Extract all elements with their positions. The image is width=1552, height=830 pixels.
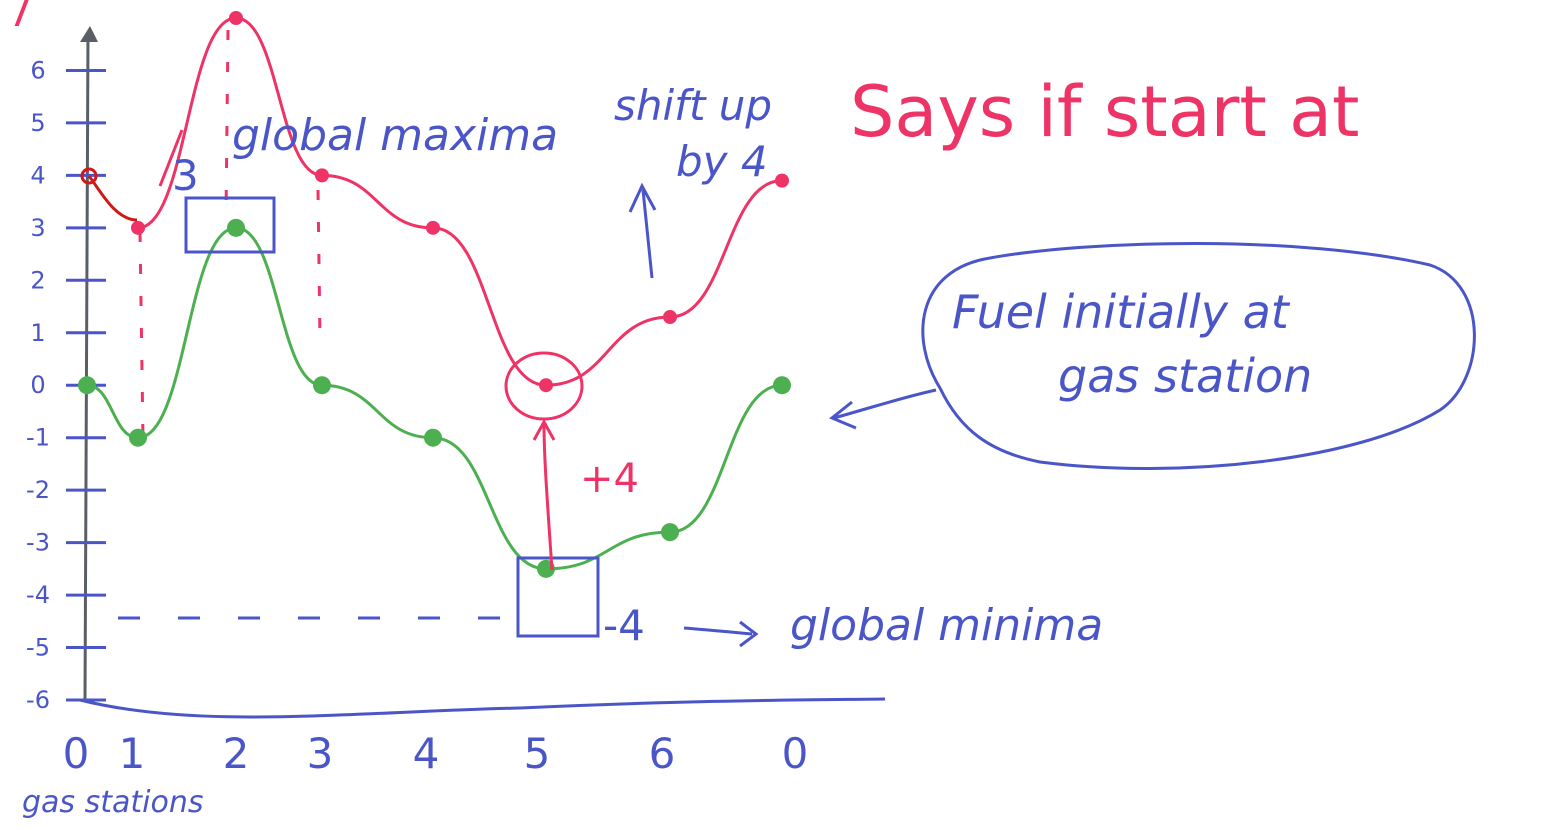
plus4-arrow bbox=[532, 418, 556, 571]
y-axis bbox=[80, 26, 98, 701]
fuel-change-point bbox=[424, 428, 442, 447]
fuel-change-point bbox=[773, 376, 791, 395]
shifted-fuel-point bbox=[539, 378, 553, 393]
plus4-label: +4 bbox=[580, 456, 639, 502]
y-tick-label: 6 bbox=[30, 56, 45, 84]
shifted-fuel-point bbox=[229, 11, 243, 25]
x-tick-label: 0 bbox=[63, 729, 90, 778]
shifted-fuel-point bbox=[131, 220, 145, 235]
max-value-label: 3 bbox=[172, 151, 199, 200]
y-tick-label: -2 bbox=[26, 476, 50, 504]
x-tick-label: 4 bbox=[413, 729, 440, 778]
y-tick-label: -1 bbox=[26, 424, 50, 452]
max-arrow-stroke bbox=[158, 129, 184, 187]
shifted-fuel-point bbox=[426, 220, 440, 235]
shift-by-label: by 4 bbox=[676, 137, 768, 186]
global-minima-label: global minima bbox=[790, 600, 1103, 651]
fuel-change-point bbox=[661, 523, 679, 542]
y-tick-label: 7 bbox=[7, 0, 32, 36]
shift-up-arrow bbox=[628, 182, 657, 279]
fuel-change-line bbox=[86, 226, 783, 571]
shifted-fuel-point bbox=[315, 168, 329, 183]
y-tick-label: -4 bbox=[26, 581, 50, 609]
global-maxima-label: global maxima bbox=[232, 110, 558, 161]
y-tick-label: 2 bbox=[30, 266, 45, 294]
y-tick-label: 0 bbox=[30, 371, 45, 399]
shifted-fuel-point bbox=[663, 310, 677, 325]
y-tick-label: 3 bbox=[30, 214, 45, 242]
bubble-line-2: gas station bbox=[1058, 349, 1312, 403]
shift-dashed-lines bbox=[138, 29, 322, 441]
x-axis-label: gas stations bbox=[22, 785, 203, 820]
bubble-pointer-arrow bbox=[829, 388, 937, 430]
start-marker-circle bbox=[80, 167, 98, 185]
minima-arrow bbox=[683, 620, 759, 648]
y-tick-label: -5 bbox=[26, 634, 50, 662]
min-value-label: -4 bbox=[603, 601, 645, 650]
global-maxima-box bbox=[184, 196, 276, 254]
speech-bubble bbox=[921, 242, 1476, 471]
shifted-fuel-line bbox=[137, 16, 783, 387]
global-minima-box bbox=[516, 556, 600, 638]
y-tick-label: -3 bbox=[26, 529, 50, 557]
shifted-fuel-point bbox=[775, 173, 789, 188]
x-tick-label: 1 bbox=[119, 729, 146, 778]
x-tick-label: 6 bbox=[649, 729, 676, 778]
x-tick-label: 3 bbox=[307, 729, 334, 778]
shift-up-label: shift up bbox=[614, 81, 772, 130]
y-tick-label: 5 bbox=[30, 109, 45, 137]
y-tick-label: 1 bbox=[30, 319, 45, 347]
start-marker-curve bbox=[87, 175, 138, 222]
says-heading: Says if start at bbox=[850, 71, 1359, 153]
x-axis bbox=[79, 697, 886, 719]
y-tick-label: -6 bbox=[26, 686, 50, 714]
series-layer bbox=[78, 11, 791, 578]
x-tick-label: 0 bbox=[782, 729, 809, 778]
y-tick-group: -6 -5 -4 -3 -2 -1 0 1 2 3 4 5 6 7 bbox=[7, 0, 106, 714]
fuel-change-point bbox=[78, 376, 96, 395]
fuel-change-point bbox=[129, 428, 147, 447]
x-tick-label: 2 bbox=[223, 729, 250, 778]
y-tick-label: 4 bbox=[30, 161, 45, 189]
x-tick-label: 5 bbox=[524, 729, 551, 778]
fuel-change-point bbox=[227, 218, 245, 237]
fuel-change-point bbox=[313, 376, 331, 395]
bubble-line-1: Fuel initially at bbox=[952, 285, 1291, 339]
